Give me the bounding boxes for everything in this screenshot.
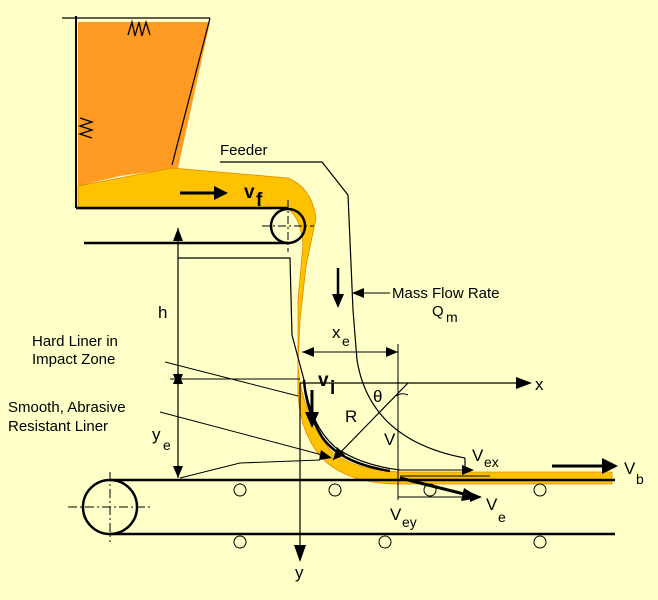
v-label: V	[384, 430, 396, 449]
dim-ye-arrow-bottom	[173, 466, 183, 478]
chute-hood	[220, 161, 466, 459]
xe-subscript: e	[342, 333, 350, 349]
ye-subscript: e	[163, 437, 171, 453]
radius-line	[332, 382, 409, 461]
skirt-line-2	[239, 459, 321, 464]
smooth-liner-leader	[159, 411, 331, 458]
ve-label: V	[486, 495, 498, 514]
smooth-liner-leader-arrow	[319, 450, 332, 460]
inner-curve-liner	[302, 379, 391, 473]
dim-h-arrow-mid-down	[173, 374, 183, 386]
vi-label: v	[318, 370, 329, 391]
spring-symbol-left	[77, 117, 95, 139]
theta-label: θ	[373, 387, 382, 406]
qm-flow-arrowhead	[332, 294, 344, 308]
skirt-line	[179, 462, 241, 479]
hard-liner-leader	[164, 361, 299, 397]
vb-label: V	[624, 459, 636, 478]
dim-xe-arrow-left	[302, 347, 314, 357]
vb-arrowhead	[602, 458, 618, 474]
dim-h-arrow-top	[173, 228, 183, 241]
y-axis-arrow	[294, 545, 306, 562]
feeder-label: Feeder	[220, 142, 268, 159]
h-label: h	[158, 303, 167, 322]
qm-subscript: m	[446, 309, 458, 325]
qm-label: Q	[432, 303, 444, 320]
radius-arrow	[333, 447, 345, 460]
mass-flow-rate-label: Mass Flow Rate	[392, 285, 500, 302]
vi-subscript: i	[330, 378, 335, 399]
vb-subscript: b	[636, 471, 644, 487]
radius-label: R	[345, 407, 357, 426]
vf-arrowhead	[214, 186, 228, 200]
x-axis-arrow	[516, 377, 532, 389]
vi-arrowhead	[305, 412, 319, 428]
vf-subscript: f	[256, 190, 263, 211]
smooth-liner-label-1: Smooth, Abrasive	[8, 399, 126, 416]
material-stream	[77, 167, 613, 485]
vex-label: V	[472, 446, 484, 465]
dim-xe-arrow-right	[386, 347, 398, 357]
vey-subscript: ey	[402, 514, 417, 530]
y-axis-label: y	[295, 563, 304, 582]
vey-label: V	[390, 505, 402, 524]
hopper-right-wall	[171, 17, 211, 166]
hard-liner-label-2: Impact Zone	[32, 351, 115, 368]
dim-vex-arrow	[462, 465, 474, 475]
ve-arrowhead	[461, 488, 480, 501]
hard-liner-label-1: Hard Liner in	[32, 333, 118, 350]
x-axis-label: x	[535, 375, 544, 394]
chute-back-plate	[178, 257, 401, 471]
spring-symbol-top	[127, 19, 151, 37]
theta-arc	[395, 393, 409, 397]
mass-flow-leader-arrow	[352, 288, 364, 298]
hopper	[78, 22, 210, 186]
ye-label: y	[152, 425, 161, 444]
ve-arrow	[399, 476, 469, 497]
smooth-liner-label-2: Resistant Liner	[8, 418, 108, 435]
vf-label: v	[244, 182, 255, 203]
xe-label: x	[332, 323, 341, 342]
ve-subscript: e	[498, 509, 506, 525]
vex-subscript: ex	[484, 454, 499, 470]
